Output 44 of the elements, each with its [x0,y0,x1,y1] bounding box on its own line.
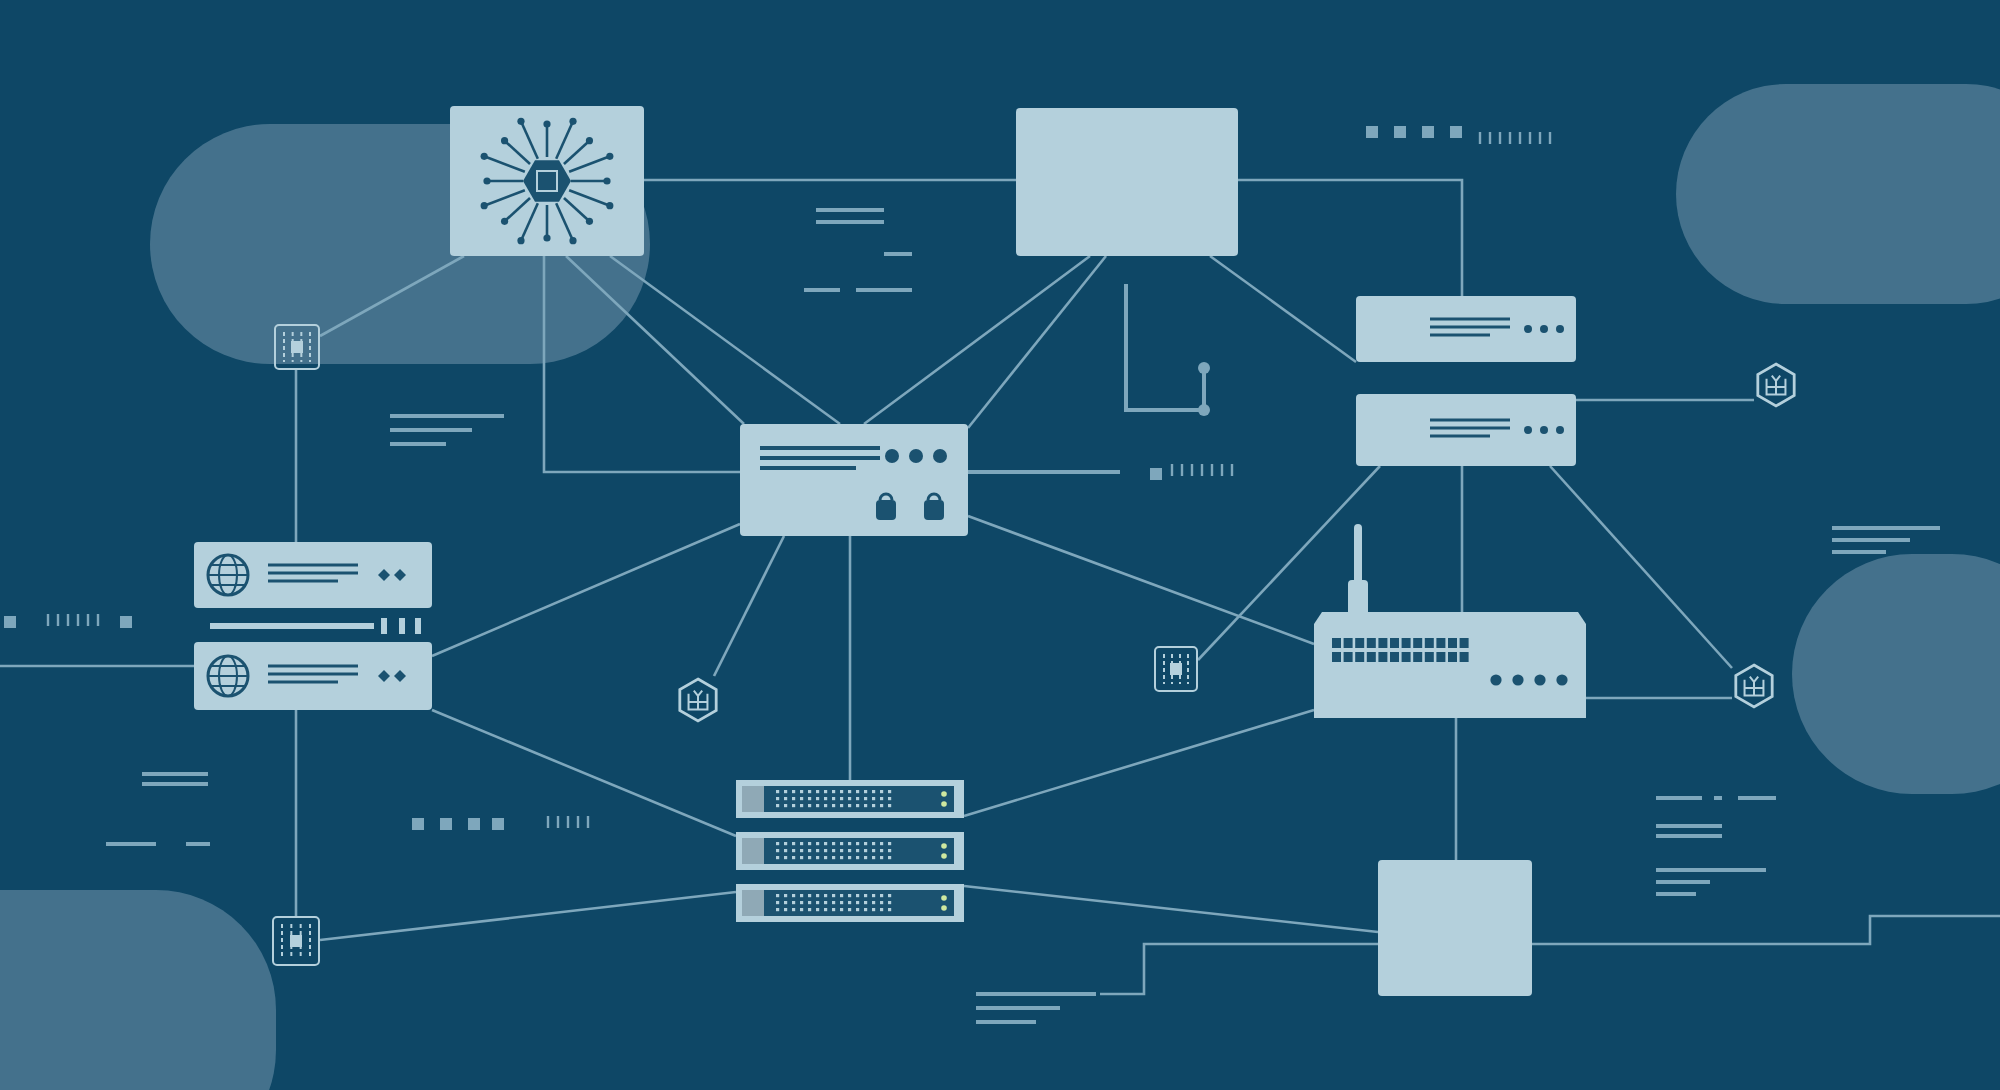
connector-line [1100,942,1378,996]
connector-line [1586,696,1732,700]
hexagon-icon [1732,662,1776,710]
circuit-icon [1154,646,1198,692]
connector-line [1549,465,1733,669]
connector-line [1532,914,2000,946]
storage-rack-drawing [736,780,964,922]
connector-line [1238,178,1464,296]
hexagon-icon [1754,360,1798,410]
connector-line [967,255,1107,429]
connector-line [1460,466,1464,612]
connector-line [431,708,737,838]
processor-card [450,106,644,256]
hexagon-card [1016,108,1238,256]
connector-line [963,884,1379,934]
circuit-icon [274,324,320,370]
server-unit [194,542,432,608]
connector-line [1454,718,1458,860]
connector-line [294,370,298,542]
connector-line [1209,254,1357,364]
connector-line [431,522,741,658]
circuit-icon [272,916,320,966]
connector-line [963,708,1315,818]
connector-line [319,890,737,942]
connector-line [319,254,465,338]
connector-line [0,664,194,668]
connector-line [848,536,852,780]
hexagon-card [1378,860,1532,996]
connector-line [644,178,1016,182]
connector-line [863,254,1091,426]
connector-line [1197,465,1381,661]
router-drawing [1314,524,1586,718]
connector-line [712,535,786,677]
connector-line [609,254,841,426]
server-unit [1356,394,1576,466]
connector-line [967,514,1315,646]
connector-line [542,256,740,474]
connector-line [565,255,745,425]
hexagon-icon [676,676,720,724]
server-panel [740,424,968,536]
connector-line [1576,398,1754,402]
server-unit [1356,296,1576,362]
connector-line [294,710,298,916]
server-unit [194,642,432,710]
